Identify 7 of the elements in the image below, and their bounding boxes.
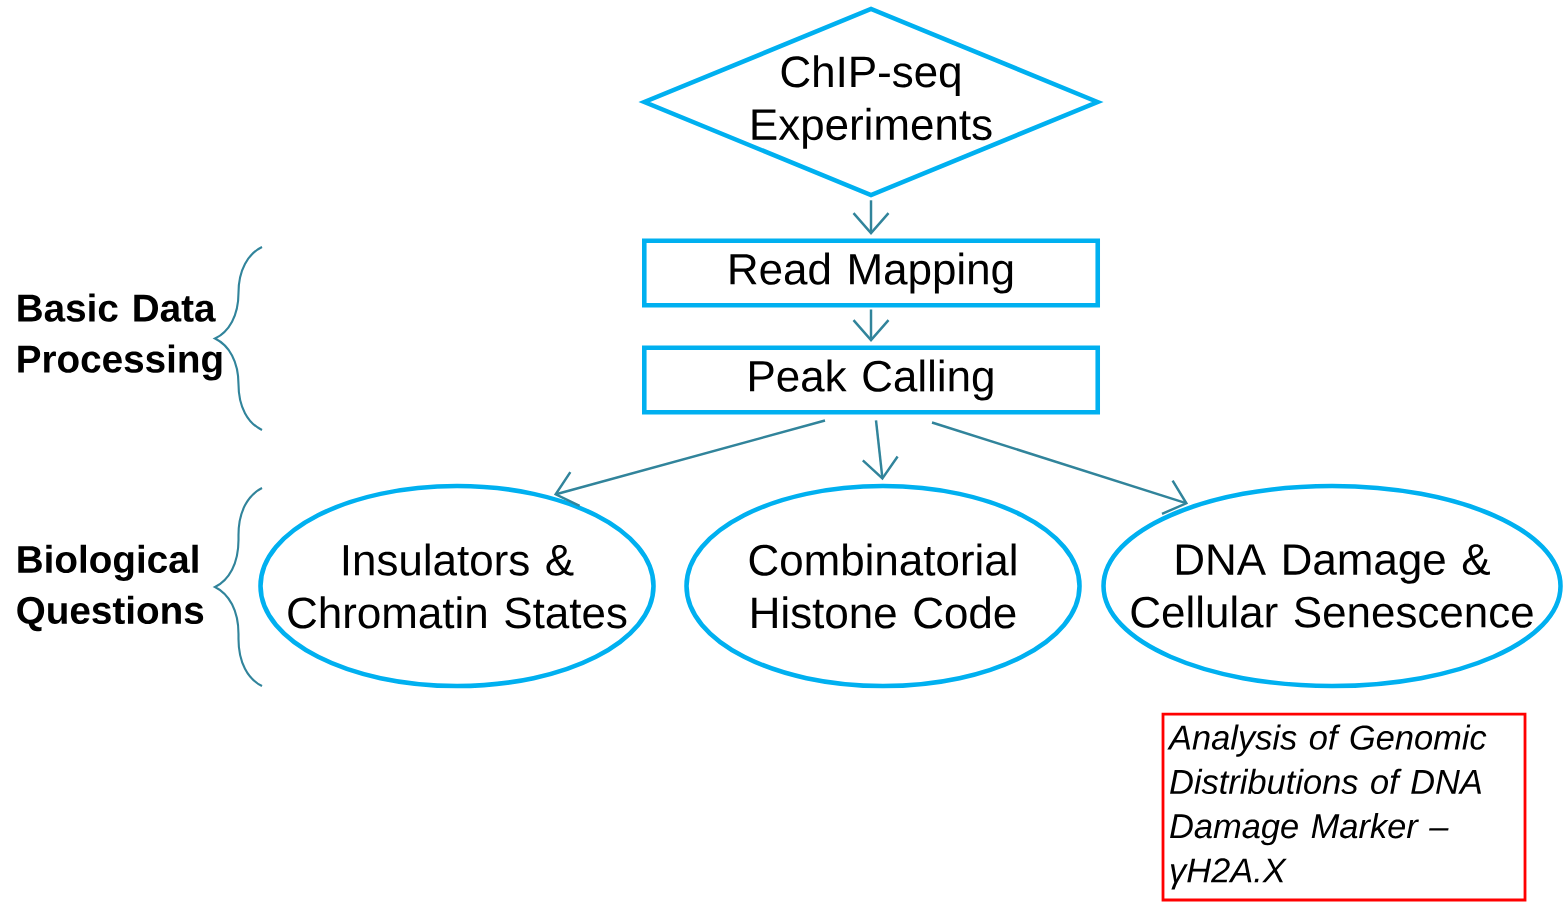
section-label: Biological Questions [17, 544, 204, 632]
arrow [553, 419, 826, 508]
arrow [931, 421, 1189, 515]
note-box: Analysis of Genomic Distributions of DNA Damage Marker – γH2A.X [1161, 712, 1527, 902]
section-label: Basic Data Processing [18, 293, 222, 381]
process-box: Peak Calling [642, 345, 1100, 415]
process-box: Read Mapping [642, 238, 1100, 308]
